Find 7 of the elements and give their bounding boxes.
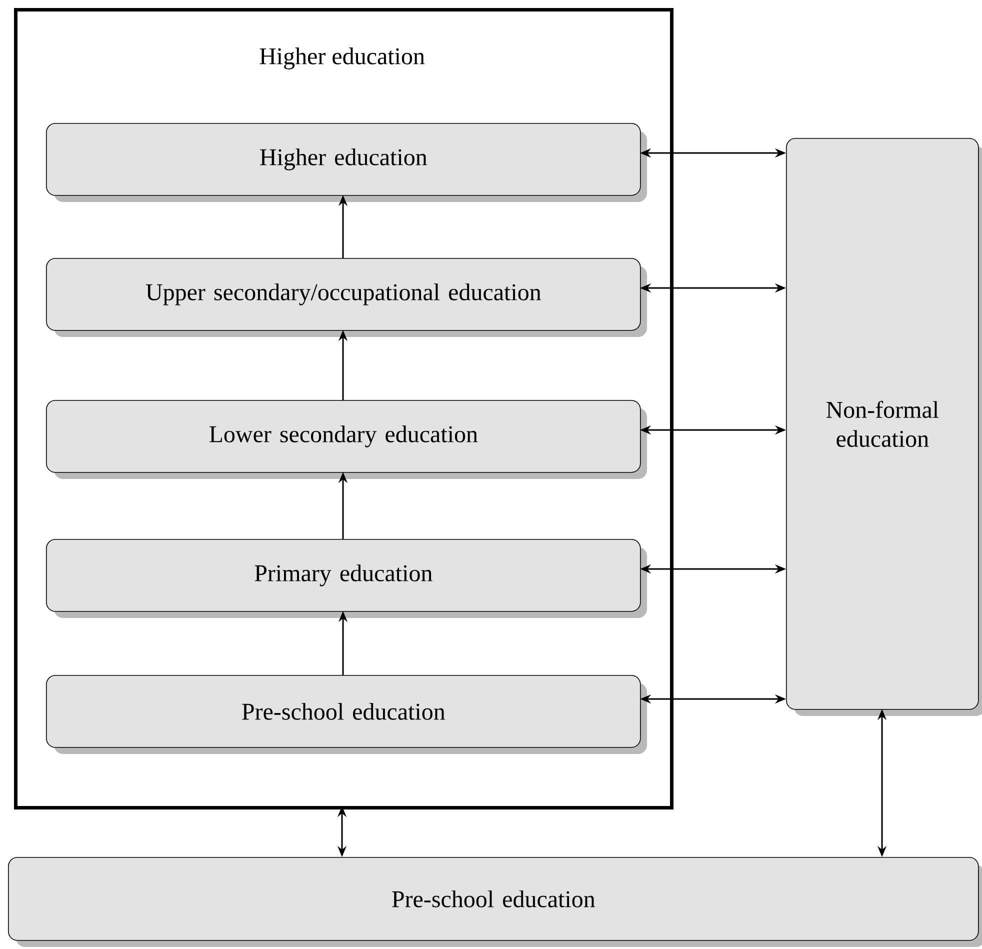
education-box: Lower secondary education [46,400,647,479]
education-box: Pre-school education [8,857,982,947]
education-box: Primary education [46,539,647,618]
education-box: Pre-school education [46,675,647,754]
education-box: Upper secondary/occupational education [46,258,647,337]
education-box: Higher education [46,123,647,202]
education-box: Non-formal education [786,138,982,716]
